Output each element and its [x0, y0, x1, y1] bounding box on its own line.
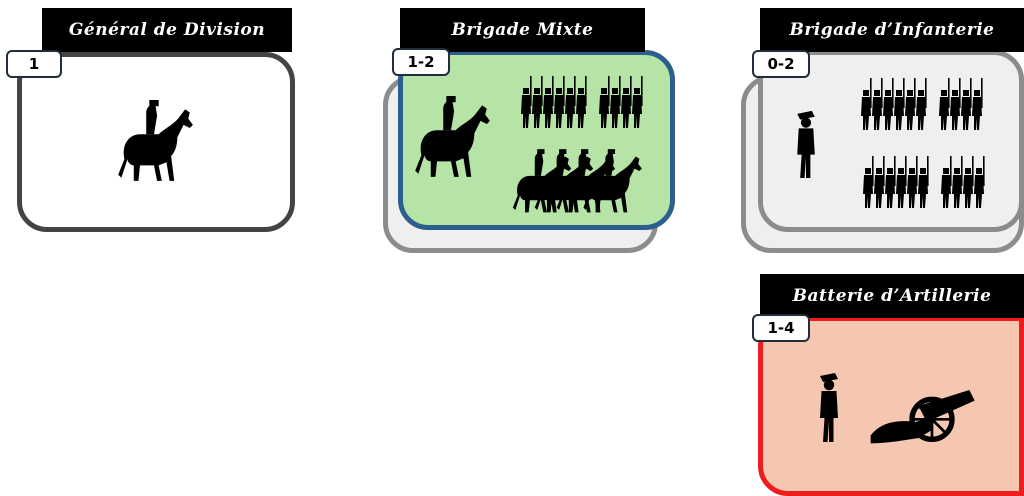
- unit-title: Brigade Mixte: [400, 8, 645, 52]
- horseman-icon: [108, 100, 200, 184]
- unit-title: Général de Division: [42, 8, 292, 52]
- officer-icon: [794, 108, 818, 178]
- horseman-icon: [408, 96, 494, 180]
- infantry-line-icon: [862, 148, 986, 218]
- unit-badge: 1: [6, 50, 62, 78]
- unit-badge: 1-2: [392, 48, 450, 76]
- unit-badge: 0-2: [752, 50, 810, 78]
- infantry-line-icon: [520, 68, 644, 138]
- cannon-icon: [866, 382, 982, 446]
- infantry-line-icon: [860, 70, 984, 140]
- unit-general-de-division[interactable]: Général de Division 1: [0, 0, 300, 240]
- unit-title: Brigade d’Infanterie: [760, 8, 1024, 52]
- unit-title: Batterie d’Artillerie: [760, 274, 1024, 318]
- cavalry-group-icon: [508, 142, 654, 222]
- unit-badge: 1-4: [752, 314, 810, 342]
- officer-icon: [816, 370, 842, 442]
